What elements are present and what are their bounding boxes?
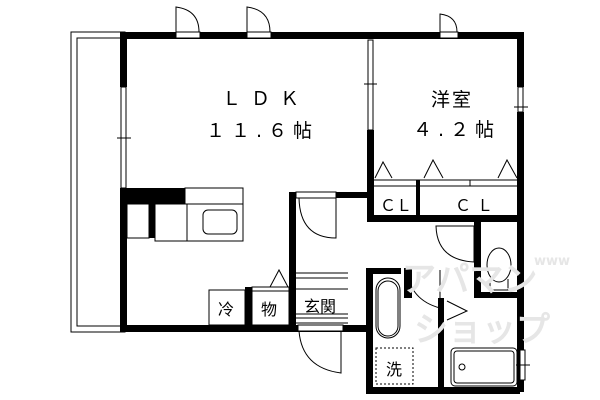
balcony: [70, 31, 126, 333]
ldk-size: １１.６帖: [206, 120, 319, 142]
storage-label: 物: [261, 300, 278, 319]
fixture-boxes: [208, 286, 290, 326]
ldk-name: ＬＤＫ: [222, 88, 310, 110]
watermark-small: www: [534, 254, 571, 269]
closet-label-2: ＣＬ: [455, 196, 500, 215]
entrance-label: 玄関: [304, 297, 337, 316]
kitchen-counter: [126, 187, 244, 242]
windows: [117, 39, 530, 381]
washer-label: 洗: [386, 360, 403, 379]
wet-fixtures: [375, 247, 518, 387]
entrance-steps: [296, 272, 348, 324]
western-room-name: 洋室: [431, 89, 474, 111]
refrigerator-label: 冷: [218, 300, 235, 319]
watermark-bottom: ショップ: [414, 310, 550, 350]
doors: [175, 6, 475, 374]
western-room-size: ４.２帖: [413, 119, 501, 141]
closet-label-1: ＣＬ: [380, 196, 413, 215]
closet-details: [269, 158, 518, 288]
watermark-top: アパマン: [402, 260, 538, 300]
